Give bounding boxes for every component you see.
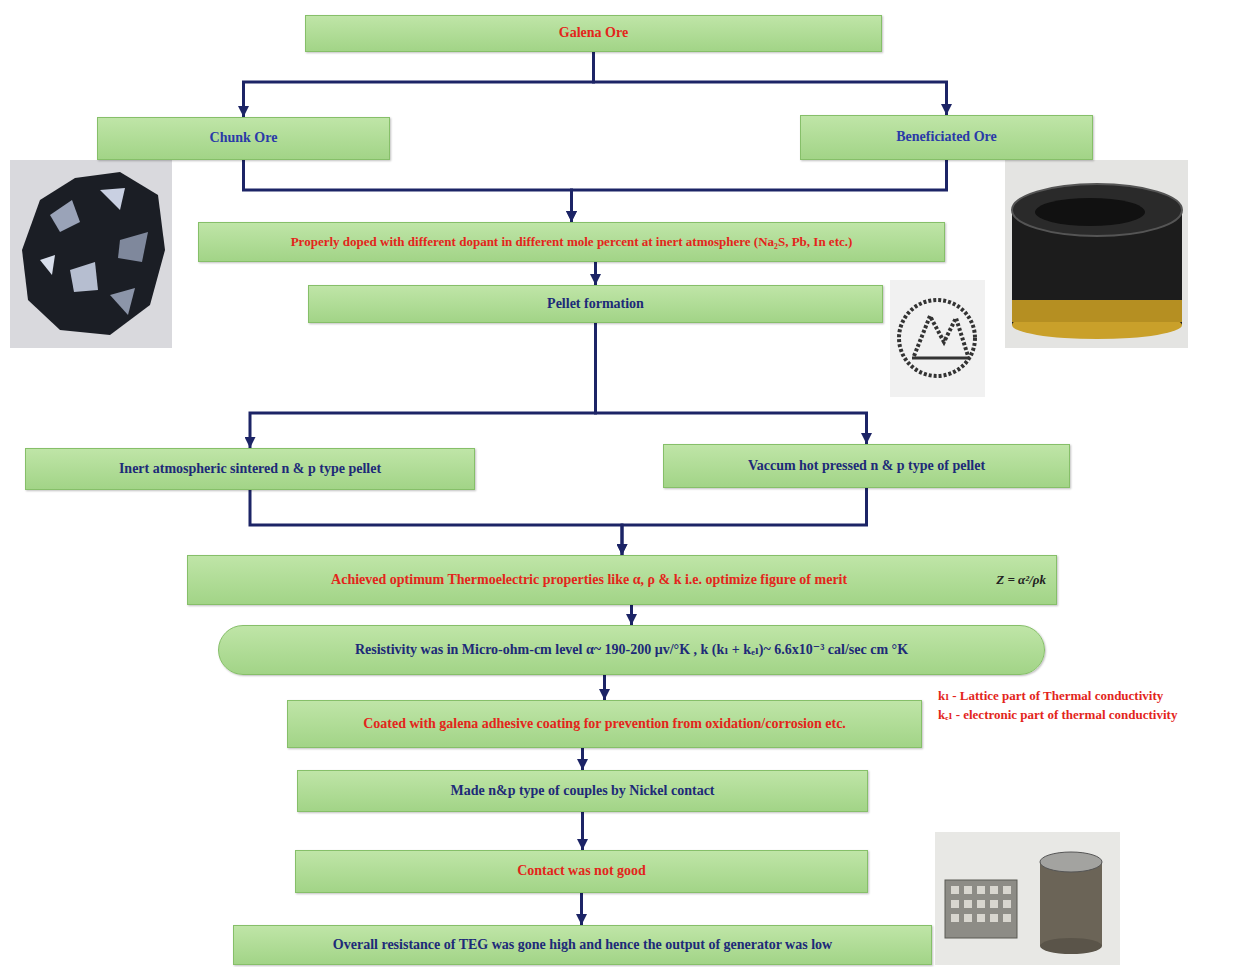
- flow-arrow: [594, 52, 947, 115]
- flow-arrow: [594, 262, 597, 285]
- process-box: Beneficiated Ore: [800, 115, 1093, 160]
- node-text: Achieved optimum Thermoelectric properti…: [198, 572, 980, 589]
- flow-arrow: [581, 812, 584, 850]
- process-box: Inert atmospheric sintered n & p type pe…: [25, 448, 475, 490]
- flow-arrow: [580, 893, 583, 925]
- node-text: Vaccum hot pressed n & p type of pellet: [674, 458, 1059, 475]
- ore-glint: [100, 188, 125, 210]
- process-box: Overall resistance of TEG was gone high …: [233, 925, 932, 965]
- ore-glint: [70, 262, 98, 292]
- process-box: Made n&p type of couples by Nickel conta…: [297, 770, 868, 812]
- ore-glint: [118, 232, 148, 262]
- process-box: Properly doped with different dopant in …: [198, 222, 945, 262]
- flow-arrow: [630, 605, 633, 625]
- node-content: Overall resistance of TEG was gone high …: [244, 937, 921, 954]
- flow-arrow: [244, 52, 594, 117]
- teg-legs: [951, 886, 1011, 922]
- note-label: kₑₗ - electronic part of thermal conduct…: [938, 707, 1177, 723]
- node-text: Overall resistance of TEG was gone high …: [244, 937, 921, 954]
- photo-ground: [10, 160, 172, 348]
- logo: [890, 280, 985, 397]
- formula-text: Z = α²/ρk: [996, 572, 1046, 588]
- node-content: Properly doped with different dopant in …: [209, 234, 934, 250]
- ore-glint: [40, 255, 55, 275]
- node-content: Contact was not good: [306, 863, 857, 880]
- ore-chunk: [22, 172, 165, 335]
- process-box: Contact was not good: [295, 850, 868, 893]
- node-content: Achieved optimum Thermoelectric properti…: [198, 572, 1046, 589]
- node-content: Pellet formation: [319, 296, 872, 313]
- flow-arrow: [244, 160, 572, 222]
- process-box: Vaccum hot pressed n & p type of pellet: [663, 444, 1070, 488]
- process-box: Chunk Ore: [97, 117, 390, 160]
- process-box: Pellet formation: [308, 285, 883, 323]
- teg-module: [945, 880, 1017, 938]
- ore-powder: [1012, 184, 1182, 236]
- node-content: Galena Ore: [316, 25, 871, 42]
- node-text: Coated with galena adhesive coating for …: [298, 716, 911, 733]
- flow-arrow: [596, 323, 867, 444]
- logo-mark: [912, 357, 970, 360]
- photo-ground: [1005, 160, 1188, 348]
- teg-cylinder-base: [1040, 938, 1102, 954]
- node-text: Chunk Ore: [108, 130, 379, 147]
- chunk-ore-photo: [10, 160, 172, 348]
- flow-arrow: [581, 748, 584, 770]
- ore-powder: [1035, 198, 1145, 226]
- flow-arrow: [250, 323, 596, 448]
- node-text: Galena Ore: [316, 25, 871, 42]
- flow-arrow: [572, 160, 947, 222]
- node-content: Beneficiated Ore: [811, 129, 1082, 146]
- node-text: Contact was not good: [306, 863, 857, 880]
- ore-glint: [50, 200, 80, 232]
- node-text: Made n&p type of couples by Nickel conta…: [308, 783, 857, 800]
- flow-arrow: [603, 675, 606, 700]
- ore-glint: [110, 288, 135, 315]
- node-content: Chunk Ore: [108, 130, 379, 147]
- logo-mark: [914, 316, 968, 356]
- node-text: Resistivity was in Micro-ohm-cm level α~…: [229, 642, 1034, 659]
- node-text: Beneficiated Ore: [811, 129, 1082, 146]
- dish-rim: [1012, 300, 1182, 322]
- node-content: Coated with galena adhesive coating for …: [298, 716, 911, 733]
- process-box: Galena Ore: [305, 15, 882, 52]
- node-content: Made n&p type of couples by Nickel conta…: [308, 783, 857, 800]
- node-content: Resistivity was in Micro-ohm-cm level α~…: [229, 642, 1034, 659]
- teg-photo: [935, 832, 1120, 965]
- flow-arrow: [250, 490, 622, 555]
- note-label: kₗ - Lattice part of Thermal conductivit…: [938, 688, 1163, 704]
- process-box: Coated with galena adhesive coating for …: [287, 700, 922, 748]
- flow-arrow: [622, 488, 867, 555]
- node-content: Vaccum hot pressed n & p type of pellet: [674, 458, 1059, 475]
- beneficiated-ore-photo: [1005, 160, 1188, 348]
- node-text: Inert atmospheric sintered n & p type pe…: [36, 461, 464, 478]
- logo-ring: [899, 300, 975, 376]
- result-pill: Resistivity was in Micro-ohm-cm level α~…: [218, 625, 1045, 675]
- teg-cylinder-top: [1040, 852, 1102, 872]
- node-content: Inert atmospheric sintered n & p type pe…: [36, 461, 464, 478]
- node-text: Pellet formation: [319, 296, 872, 313]
- photo-ground: [935, 832, 1120, 965]
- process-box: Achieved optimum Thermoelectric properti…: [187, 555, 1057, 605]
- teg-cylinder: [1040, 862, 1102, 946]
- node-text: Properly doped with different dopant in …: [209, 234, 934, 250]
- photo-ground: [890, 280, 985, 397]
